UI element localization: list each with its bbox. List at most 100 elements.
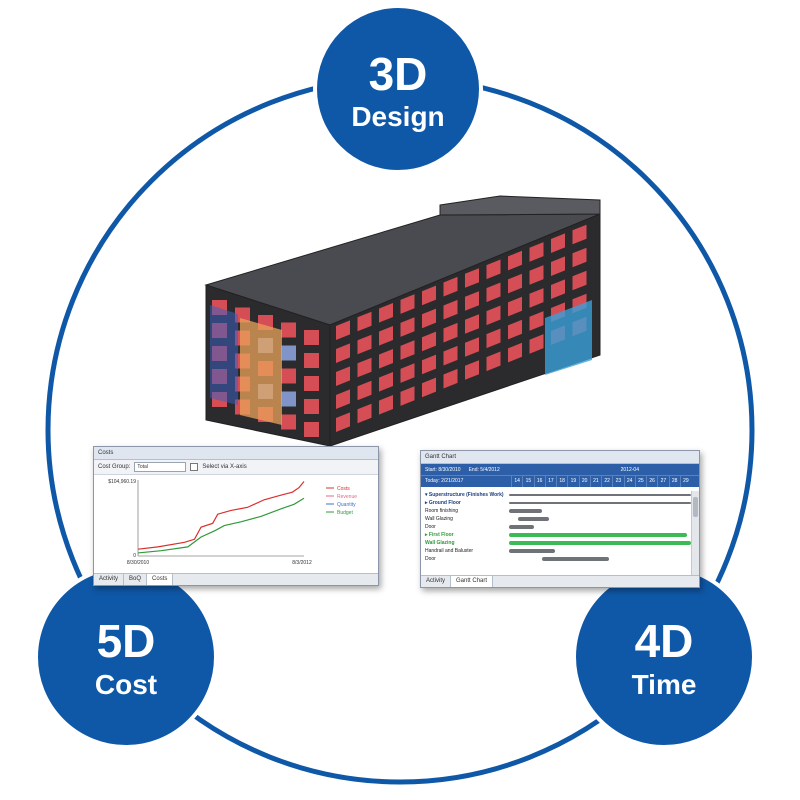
gantt-task-row[interactable]: ▸ Ground Floor <box>425 500 461 506</box>
cost-group-select[interactable]: Total <box>134 462 187 472</box>
gantt-window-title: Gantt Chart <box>421 451 699 464</box>
node-5d-cost[interactable]: 5D Cost <box>34 565 218 749</box>
gantt-day-cell: 20 <box>578 476 590 487</box>
building-window <box>486 351 501 372</box>
gantt-day-cell: 25 <box>634 476 646 487</box>
gantt-bar[interactable] <box>509 509 542 513</box>
node-4d-time[interactable]: 4D Time <box>572 565 756 749</box>
building-window <box>508 342 522 363</box>
building-window <box>379 349 393 369</box>
gantt-day-cell: 18 <box>556 476 567 487</box>
gantt-header: Start: 8/30/2010 End: 5/4/2012 2012-04 T… <box>421 464 699 487</box>
gantt-bar[interactable] <box>509 549 555 553</box>
gantt-bar[interactable] <box>509 541 691 545</box>
gantt-bar[interactable] <box>541 557 610 561</box>
gantt-day-cell: 22 <box>601 476 612 487</box>
building-window <box>572 270 587 291</box>
gantt-task-row[interactable]: Wall Glazing <box>425 540 455 546</box>
building-window <box>379 326 393 346</box>
gantt-day-cell: 19 <box>567 476 578 487</box>
node-3d-design[interactable]: 3D Design <box>313 4 483 174</box>
tab-boq[interactable]: BoQ <box>124 574 148 585</box>
building-window <box>336 412 350 432</box>
gantt-task-row[interactable]: Wall Glazing <box>425 516 453 522</box>
building-window <box>529 334 544 354</box>
tab-activity[interactable]: Activity <box>94 574 125 585</box>
gantt-window[interactable]: Gantt Chart Start: 8/30/2010 End: 5/4/20… <box>420 450 700 588</box>
building-window <box>508 296 522 317</box>
building-window <box>422 377 436 398</box>
gantt-task-row[interactable]: Handrail and Baluster <box>425 548 474 554</box>
legend-entry: Budget <box>337 510 353 516</box>
cost-window[interactable]: Costs Cost Group: Total Select via X-axi… <box>93 446 379 586</box>
building-window <box>486 282 501 303</box>
gantt-task-row[interactable]: Door <box>425 556 436 562</box>
building-window <box>443 322 458 343</box>
gantt-tabbar: Activity Gantt Chart <box>421 575 699 587</box>
gantt-bar[interactable] <box>509 502 691 504</box>
building-window <box>379 303 393 323</box>
building-window <box>400 386 415 406</box>
gantt-day-cell: 17 <box>544 476 556 487</box>
gantt-bar[interactable] <box>509 494 691 496</box>
gantt-task-row[interactable]: Room finishing <box>425 508 459 514</box>
building-window <box>357 311 372 332</box>
building-window <box>486 305 501 326</box>
building-window <box>486 259 501 280</box>
building-window <box>281 322 296 338</box>
gantt-day-cell: 24 <box>623 476 635 487</box>
building-window <box>465 314 479 334</box>
building-window <box>336 366 350 386</box>
cost-tabbar: Activity BoQ Costs <box>94 573 378 585</box>
building-window <box>422 354 436 375</box>
building-window <box>508 250 522 271</box>
building-window <box>400 317 415 337</box>
building-window <box>572 247 587 268</box>
building-window <box>443 368 458 389</box>
building-window <box>443 276 458 297</box>
building-window <box>551 279 565 299</box>
gantt-scroll-thumb[interactable] <box>693 497 698 517</box>
gantt-day-cell: 15 <box>522 476 533 487</box>
node-3d-label: Design <box>351 101 444 132</box>
building-window <box>422 331 436 352</box>
cost-group-label: Cost Group: <box>98 464 131 470</box>
gantt-day-cell: 14 <box>511 476 522 487</box>
building-window <box>281 368 296 384</box>
gantt-scrollbar[interactable] <box>691 491 699 575</box>
building-window <box>379 372 393 392</box>
gantt-day-cell: 26 <box>646 476 657 487</box>
building-window <box>357 380 372 401</box>
gantt-bar[interactable] <box>518 517 550 521</box>
gantt-end-label: End: 5/4/2012 <box>468 466 500 473</box>
node-4d-number: 4D <box>635 615 694 667</box>
building-3d-model <box>204 195 601 447</box>
tab-activity-gantt[interactable]: Activity <box>421 576 452 587</box>
cost-line-chart: $104,960.19 0 8/30/2010 8/3/2012 CostsRe… <box>108 479 357 566</box>
gantt-bar[interactable] <box>509 533 688 537</box>
building-window <box>486 328 501 349</box>
highlighted-bay-blue <box>545 300 592 375</box>
building-window <box>304 353 319 368</box>
gantt-bar[interactable] <box>509 525 535 529</box>
gantt-day-cell: 23 <box>612 476 623 487</box>
building-window <box>422 308 436 329</box>
select-x-axis-checkbox[interactable] <box>190 463 199 471</box>
building-window <box>443 299 458 320</box>
tab-gantt-chart[interactable]: Gantt Chart <box>451 576 494 587</box>
node-5d-number: 5D <box>97 615 156 667</box>
building-window <box>400 294 415 314</box>
building-window <box>379 395 393 415</box>
tab-costs[interactable]: Costs <box>147 574 174 585</box>
gantt-task-row[interactable]: ▾ Superstructure (Finishes Work) <box>425 492 504 498</box>
building-window <box>443 345 458 366</box>
building-window <box>551 256 565 276</box>
gantt-day-cell: 16 <box>533 476 545 487</box>
gantt-task-row[interactable]: Door <box>425 524 436 530</box>
gantt-task-row[interactable]: ▸ First Floor <box>425 532 454 538</box>
building-window <box>529 311 544 331</box>
building-window <box>304 422 319 437</box>
building-window <box>508 319 522 340</box>
costs-series-line <box>137 481 305 550</box>
